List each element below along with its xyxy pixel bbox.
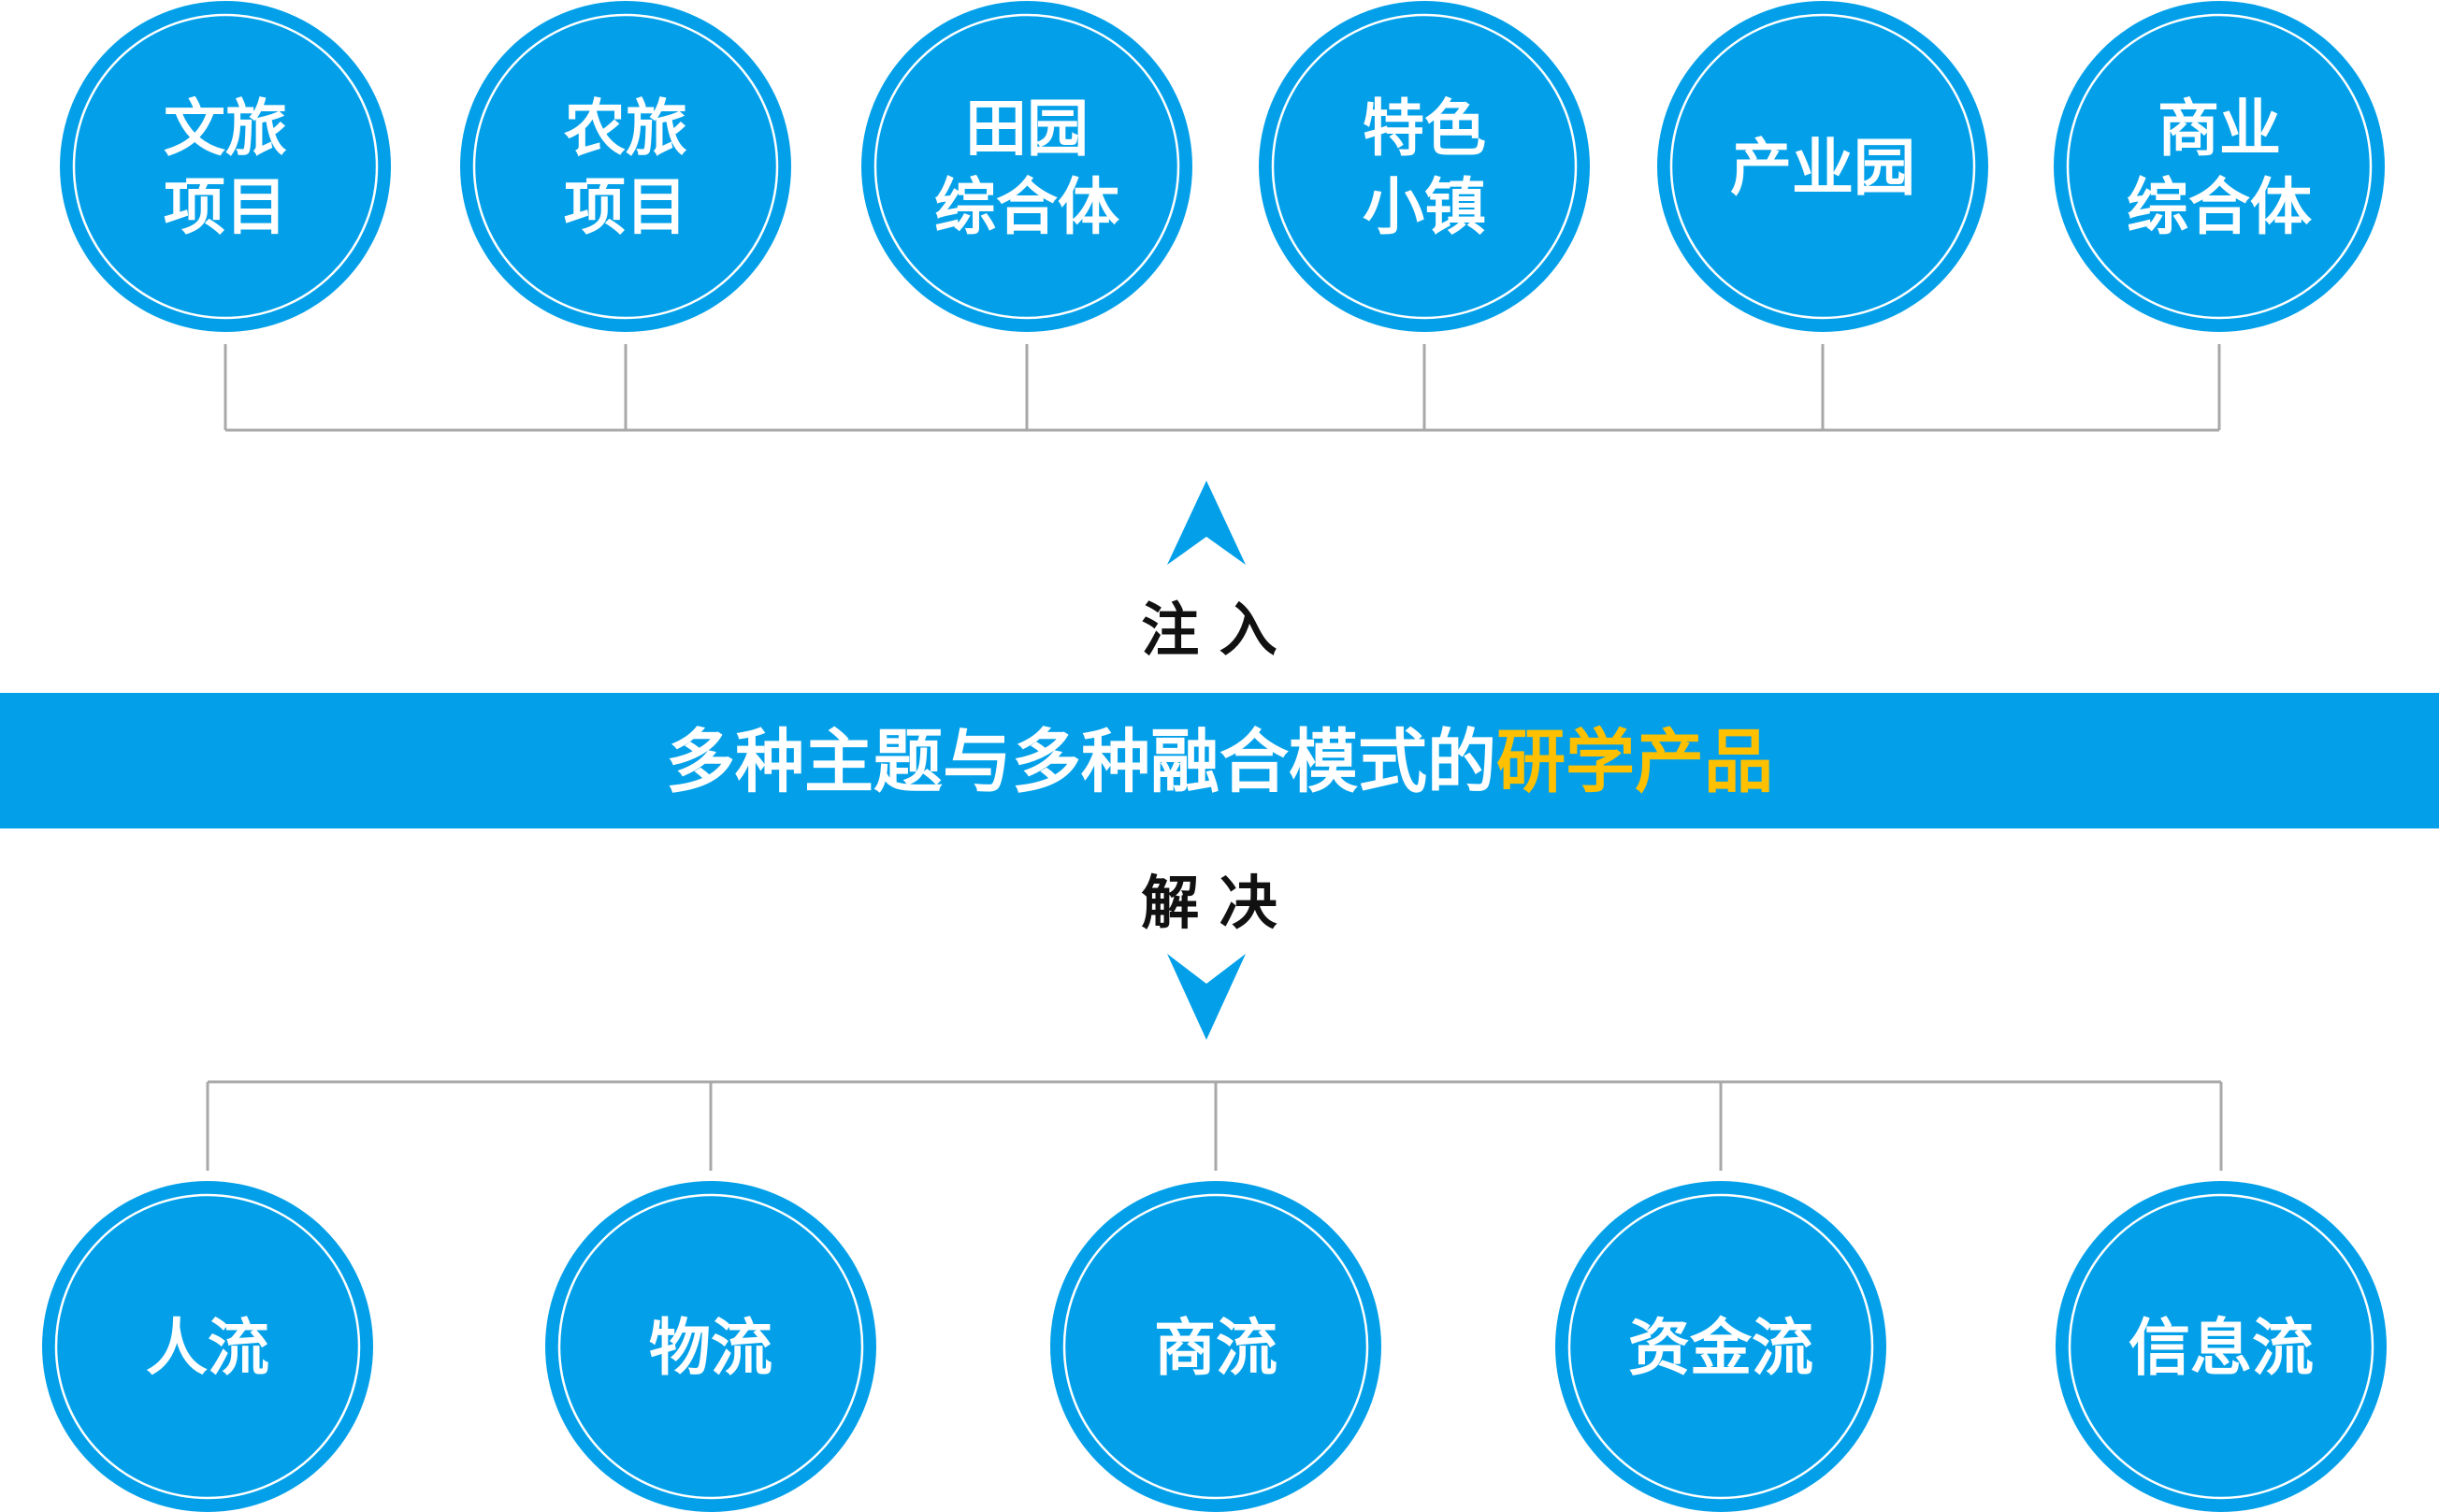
bottom-circle-label-5-line-1: 信息流 [2129, 1312, 2314, 1384]
top-circle-ring-2 [472, 13, 779, 320]
top-circle-label-6-line-2: 综合体 [2127, 171, 2312, 243]
bottom-circle-ring-4 [1567, 1193, 1874, 1500]
bottom-node-4: 资金流 [1555, 1181, 1886, 1512]
bottom-circle-ring-2 [557, 1193, 864, 1500]
top-node-5: 产业园 [1657, 1, 1988, 332]
top-circle-label-1-line-1: 文旅 [164, 93, 287, 165]
top-circle-label-3-line-2: 综合体 [934, 171, 1119, 243]
top-circle-ring-4 [1271, 13, 1578, 320]
top-circle-3 [861, 1, 1192, 332]
top-circle-label-3-line-1: 田园 [965, 93, 1089, 165]
bottom-circle-3 [1050, 1181, 1381, 1512]
top-connector-lines [224, 344, 2221, 432]
bottom-circle-1 [42, 1181, 373, 1512]
bottom-circle-4 [1555, 1181, 1886, 1512]
top-circle-label-2-line-2: 项目 [564, 171, 687, 243]
bottom-circle-label-3-line-1: 商流 [1154, 1312, 1277, 1384]
bottom-node-3: 商流 [1050, 1181, 1381, 1512]
bottom-node-1: 人流 [42, 1181, 373, 1512]
top-circle-1 [60, 1, 391, 332]
banner [0, 693, 2439, 828]
top-circle-label-6-line-1: 商业 [2158, 93, 2281, 165]
top-circle-label-4-line-1: 特色 [1363, 93, 1486, 165]
top-circle-ring-1 [72, 13, 379, 320]
bottom-connector-lines [206, 1080, 2223, 1171]
bottom-circle-label-1-line-1: 人流 [146, 1312, 269, 1384]
top-circle-label-1-line-2: 项目 [164, 171, 287, 243]
solve-label: 解 决 [1141, 869, 1277, 937]
bottom-circle-ring-3 [1062, 1193, 1369, 1500]
bottom-circle-ring-1 [54, 1193, 361, 1500]
bottom-circle-5 [2056, 1181, 2387, 1512]
bottom-node-5: 信息流 [2056, 1181, 2387, 1512]
top-circle-label-4-line-2: 小镇 [1363, 171, 1486, 243]
banner-highlight-text: 研学产品 [1496, 722, 1773, 802]
bottom-circle-2 [545, 1181, 876, 1512]
bottom-node-2: 物流 [545, 1181, 876, 1512]
top-circle-2 [460, 1, 791, 332]
top-circle-ring-5 [1669, 13, 1976, 320]
up-arrow-icon [1167, 481, 1246, 565]
top-circle-ring-3 [873, 13, 1180, 320]
top-circle-ring-6 [2066, 13, 2373, 320]
bottom-circles-group: 人流 物流 商流 资金流 信息流 [42, 1181, 2387, 1512]
down-arrow-icon [1167, 954, 1246, 1040]
banner-main-text: 多种主题与多种融合模式的 [666, 722, 1496, 802]
top-circle-5 [1657, 1, 1988, 332]
bottom-circle-ring-5 [2068, 1193, 2374, 1500]
top-circle-4 [1259, 1, 1590, 332]
inject-label: 注 入 [1141, 596, 1277, 664]
bottom-circle-label-2-line-1: 物流 [649, 1312, 772, 1384]
bottom-circle-label-4-line-1: 资金流 [1628, 1312, 1813, 1384]
banner-title: 多种主题与多种融合模式的研学产品 [666, 722, 1773, 802]
top-circle-label-5-line-1: 产业园 [1730, 132, 1915, 204]
top-circle-6 [2054, 1, 2385, 332]
top-circle-label-2-line-1: 农旅 [564, 93, 687, 165]
